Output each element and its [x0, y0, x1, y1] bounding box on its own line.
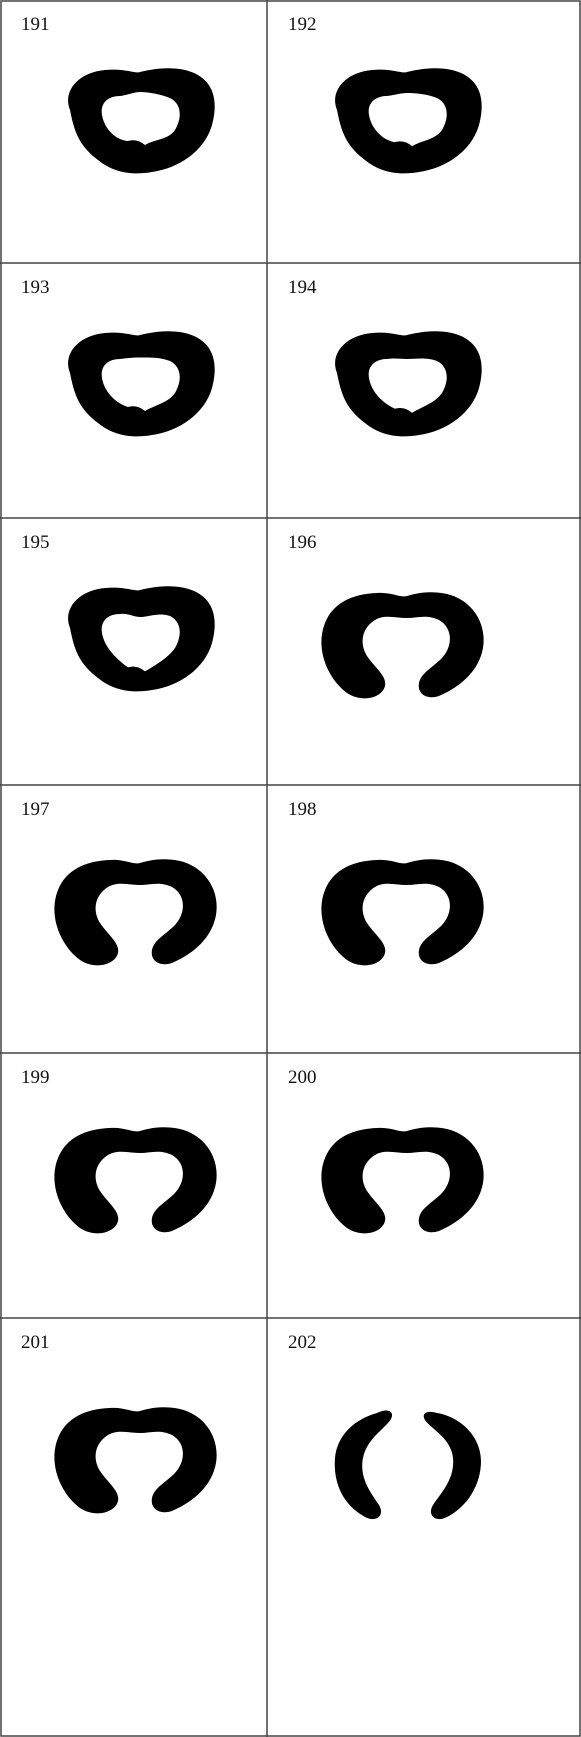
panel-label: 196	[288, 532, 317, 554]
cross-section-shape	[0, 785, 267, 1053]
ring-shape	[54, 1127, 216, 1233]
panel-label: 197	[21, 799, 50, 821]
ring-shape	[321, 859, 483, 965]
panel-196: 196	[267, 518, 581, 785]
ring-shape	[54, 1407, 216, 1513]
ring-shape	[68, 586, 215, 691]
ring-shape	[321, 1127, 483, 1233]
ring-shape	[68, 331, 215, 436]
cross-section-shape	[0, 1318, 267, 1737]
ring-shape	[54, 859, 216, 965]
cross-section-shape	[0, 518, 267, 785]
panel-193: 193	[0, 263, 267, 518]
panel-198: 198	[267, 785, 581, 1053]
panel-label: 192	[288, 14, 317, 36]
ring-shape	[68, 68, 215, 173]
cross-section-shape	[0, 263, 267, 518]
panel-label: 202	[288, 1332, 317, 1354]
panel-202: 202	[267, 1318, 581, 1737]
panel-label: 199	[21, 1067, 50, 1089]
panel-label: 200	[288, 1067, 317, 1089]
panel-199: 199	[0, 1053, 267, 1318]
panel-label: 195	[21, 532, 50, 554]
ring-shape	[335, 68, 482, 173]
cross-section-shape	[267, 1053, 581, 1318]
ring-shape	[321, 592, 483, 698]
panel-label: 198	[288, 799, 317, 821]
cross-section-shape	[267, 1318, 581, 1737]
cross-section-shape	[267, 785, 581, 1053]
panel-label: 193	[21, 277, 50, 299]
panel-200: 200	[267, 1053, 581, 1318]
cross-section-shape	[267, 263, 581, 518]
ring-shape	[335, 331, 482, 436]
panel-201: 201	[0, 1318, 267, 1737]
panel-194: 194	[267, 263, 581, 518]
panel-label: 201	[21, 1332, 50, 1354]
ring-shape	[335, 1411, 481, 1520]
cross-section-shape	[267, 518, 581, 785]
cross-section-shape	[0, 0, 267, 263]
panel-label: 194	[288, 277, 317, 299]
panel-191: 191	[0, 0, 267, 263]
panel-192: 192	[267, 0, 581, 263]
panel-197: 197	[0, 785, 267, 1053]
cross-section-shape	[0, 1053, 267, 1318]
cross-section-shape	[267, 0, 581, 263]
panel-195: 195	[0, 518, 267, 785]
panel-label: 191	[21, 14, 50, 36]
